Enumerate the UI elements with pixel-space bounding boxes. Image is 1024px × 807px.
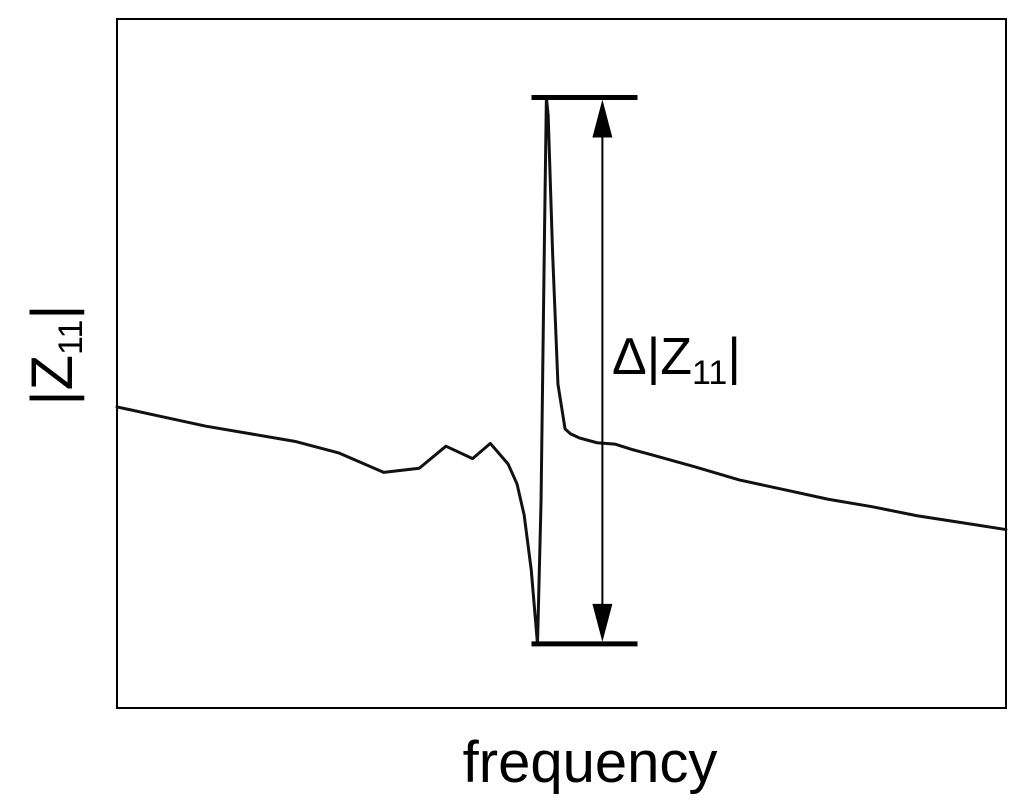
delta-annotation-prefix: Δ|Z — [612, 328, 692, 386]
plot-frame — [116, 18, 1007, 709]
y-axis-label-prefix: |Z — [20, 355, 85, 406]
y-axis-label: |Z11| — [20, 305, 90, 406]
delta-annotation-label: Δ|Z11| — [612, 328, 741, 392]
delta-arrow-head-bottom — [592, 603, 613, 642]
plot-layer — [115, 95, 1008, 647]
delta-annotation-suffix: | — [727, 328, 741, 386]
y-axis-label-subscript: 11 — [52, 320, 90, 355]
delta-annotation-subscript: 11 — [692, 354, 727, 392]
y-axis-label-suffix: | — [20, 305, 85, 320]
x-axis-label: frequency — [463, 730, 718, 795]
delta-arrow-head-top — [592, 99, 613, 138]
svg-text:|Z11|: |Z11| — [20, 305, 90, 406]
